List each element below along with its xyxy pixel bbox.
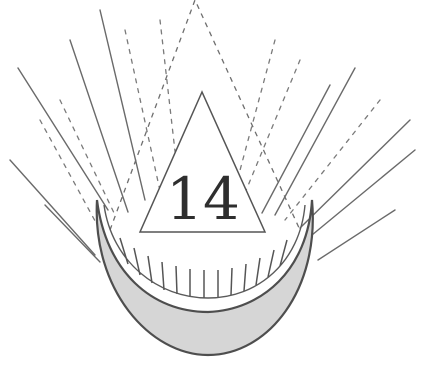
ray: [312, 150, 415, 235]
ray: [318, 210, 395, 260]
ray: [18, 68, 108, 210]
ray: [45, 205, 100, 262]
ray: [70, 40, 128, 212]
ray: [285, 100, 380, 220]
crescent-hatches: [120, 238, 287, 298]
emblem-number: 14: [166, 165, 240, 233]
ray: [10, 160, 95, 255]
ray: [40, 120, 100, 230]
ray: [100, 10, 145, 200]
ray: [60, 100, 115, 215]
ray: [125, 30, 162, 200]
ray: [262, 85, 330, 213]
ray: [240, 60, 300, 205]
